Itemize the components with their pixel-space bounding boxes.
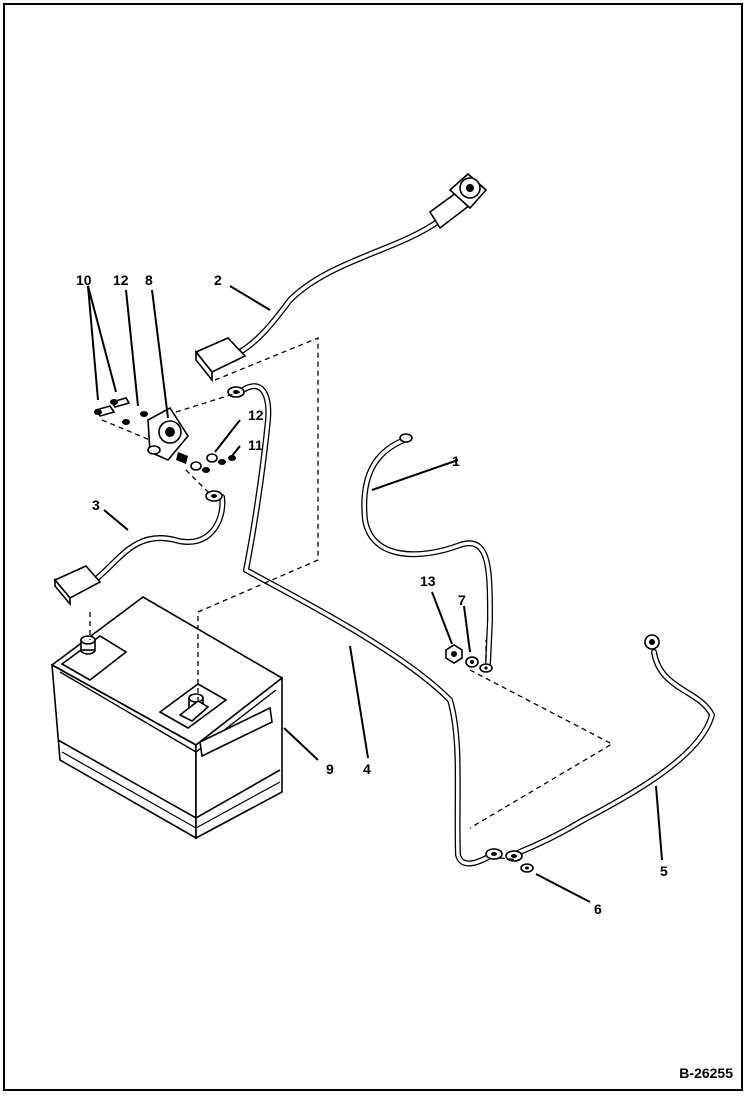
callout-2: 2 <box>214 272 222 288</box>
figure-number: B-26255 <box>679 1065 733 1081</box>
battery-side-bracket <box>199 706 273 758</box>
assembly-lines <box>89 337 614 861</box>
callout-4: 4 <box>363 761 371 777</box>
callout-11: 11 <box>248 437 263 453</box>
callout-3: 3 <box>92 497 100 513</box>
washer-6 <box>520 863 534 873</box>
lockwashers-12-left <box>122 411 148 425</box>
diagram-border <box>3 3 743 1091</box>
connector-plug <box>428 172 488 230</box>
cable-5 <box>505 634 715 862</box>
nut-13-washer-7 <box>445 644 479 668</box>
callout-8: 8 <box>145 272 153 288</box>
callout-6: 6 <box>594 901 602 917</box>
callout-5: 5 <box>660 863 668 879</box>
battery-disconnect-switch <box>147 406 189 464</box>
cable-3 <box>53 490 226 607</box>
callout-9: 9 <box>326 761 334 777</box>
cable-2 <box>194 172 488 383</box>
callout-12-right: 12 <box>248 407 264 423</box>
callout-12-left: 12 <box>113 272 129 288</box>
callout-10: 10 <box>76 272 92 288</box>
cable-1 <box>361 433 493 673</box>
hardware-11-12-right <box>190 453 236 473</box>
battery <box>50 596 284 840</box>
callout-1: 1 <box>452 453 460 469</box>
leader-lines <box>87 285 663 903</box>
callout-7: 7 <box>458 592 466 608</box>
battery-base-ridge <box>57 739 281 819</box>
callouts: 1 2 3 4 5 6 7 8 9 10 11 12 12 13 <box>76 272 668 917</box>
callout-13: 13 <box>420 573 436 589</box>
bolts-10 <box>94 397 131 417</box>
